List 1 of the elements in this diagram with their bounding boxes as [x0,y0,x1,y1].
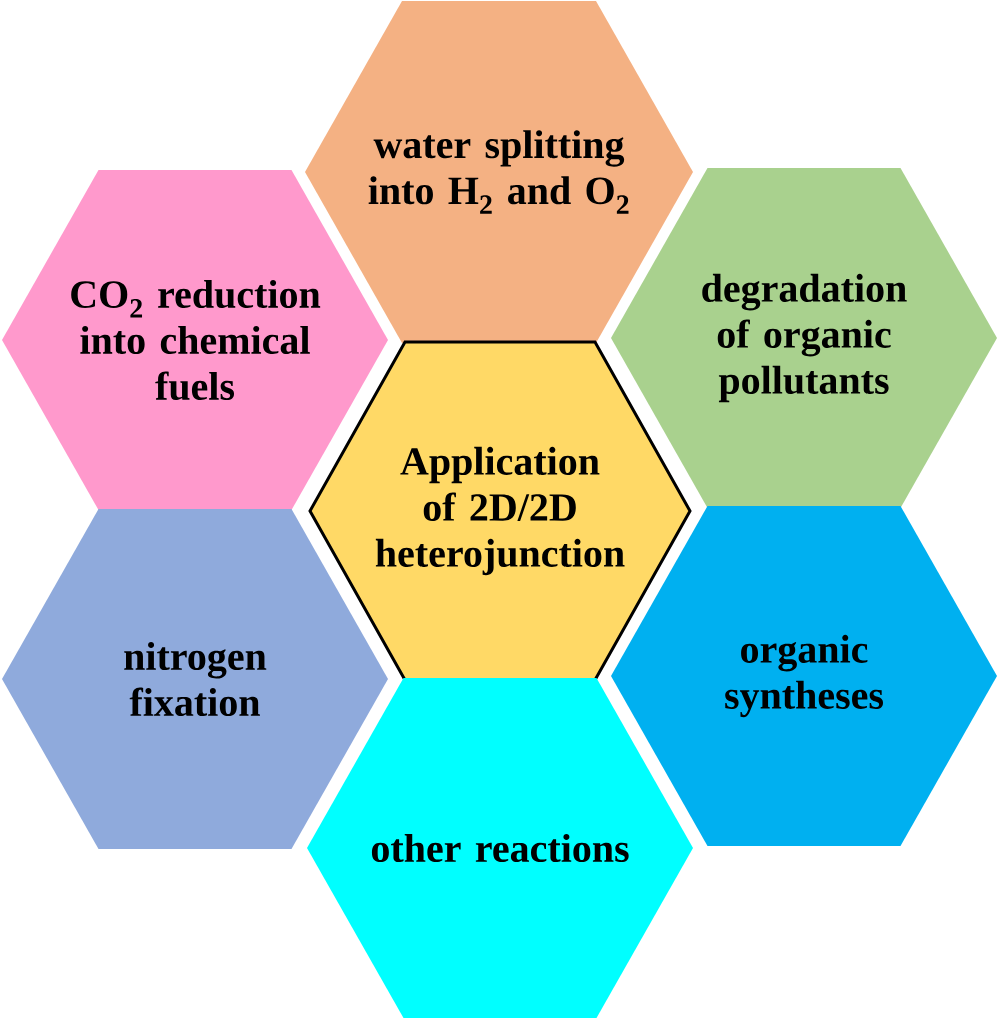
hexagon: other reactions [307,678,693,1018]
